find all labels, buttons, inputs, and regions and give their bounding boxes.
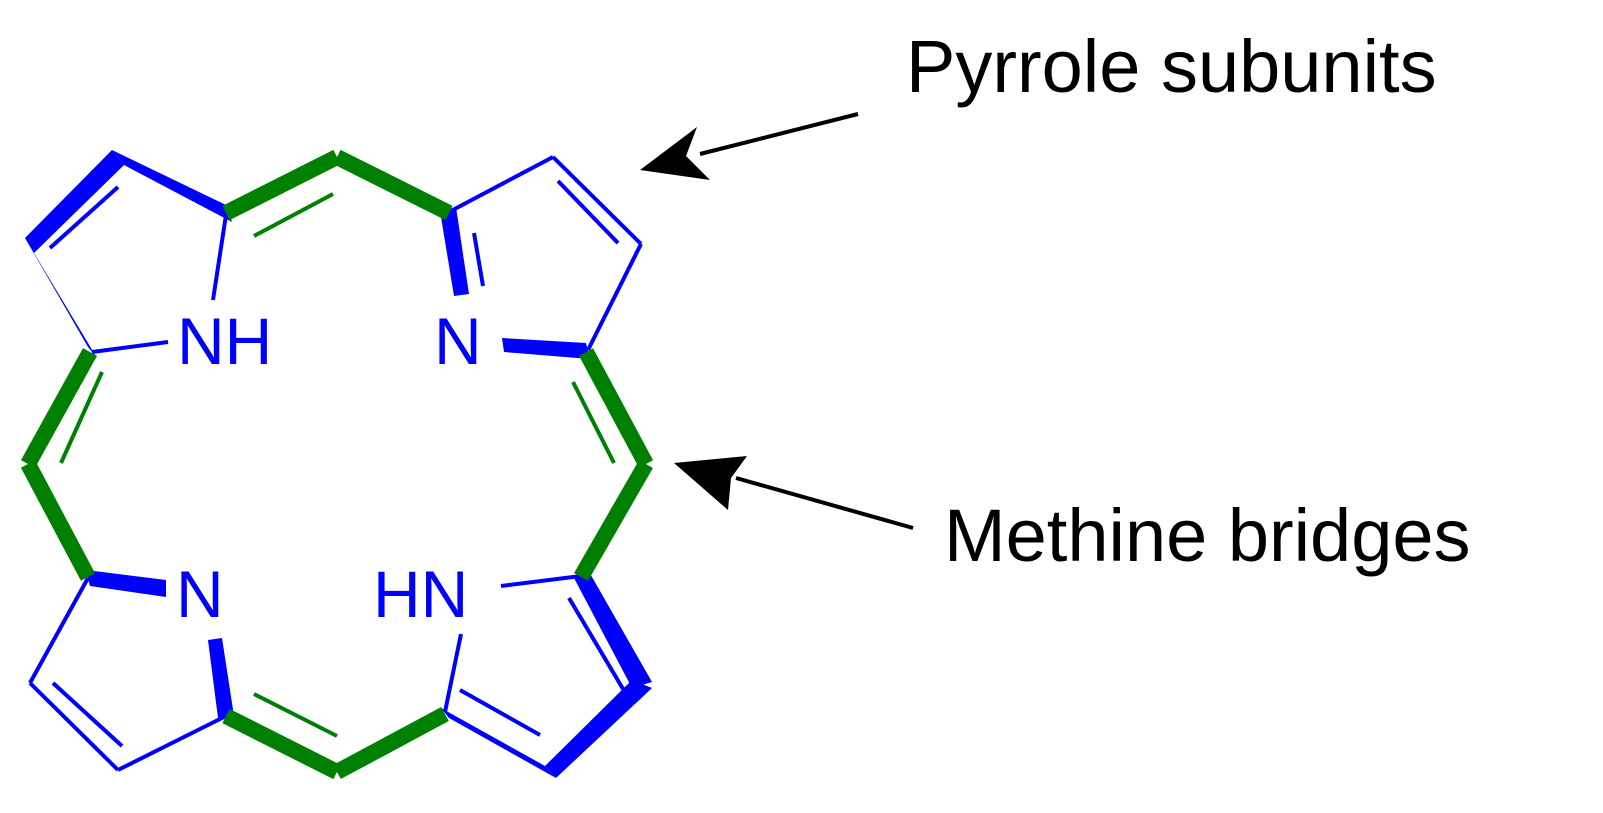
atom-label-n: N <box>434 304 482 378</box>
pyrrole-ring-top-left: NH <box>25 150 272 378</box>
wedge-bond <box>208 638 234 718</box>
single-bond <box>586 243 643 351</box>
bridge-double-bond <box>253 192 334 238</box>
single-bond <box>500 574 582 588</box>
bridge-double-bond <box>571 381 616 464</box>
bridge-bond <box>21 348 97 468</box>
bridge-bond <box>333 706 449 780</box>
wedge-bond <box>25 238 97 358</box>
methine-annotation: Methine bridges <box>674 456 1471 577</box>
pyrrole-annotation: Pyrrole subunits <box>640 25 1437 180</box>
wedge-bond <box>574 570 652 688</box>
double-bond-inner <box>556 179 620 245</box>
bridge-bond <box>20 460 96 581</box>
methine-bridge-top <box>222 149 453 238</box>
methine-bridges-label: Methine bridges <box>944 494 1471 577</box>
bridge-bond <box>574 460 653 581</box>
single-bond <box>28 681 120 772</box>
atom-label-n: N <box>176 557 224 631</box>
wedge-bond <box>441 207 469 296</box>
arrow-head-icon <box>674 456 747 510</box>
single-bond <box>211 214 228 301</box>
wedge-bond <box>545 680 652 778</box>
pyrrole-ring-bottom-left: N <box>28 557 234 772</box>
arrow-head-icon <box>640 127 710 180</box>
wedge-bond <box>112 150 232 222</box>
double-bond-inner <box>48 185 120 250</box>
wedge-bond <box>25 150 124 253</box>
double-bond-inner <box>459 688 541 737</box>
double-bond-inner <box>567 596 628 696</box>
pyrrole-subunits-label: Pyrrole subunits <box>906 25 1437 108</box>
single-bond <box>448 155 554 214</box>
atom-label-nh: NH <box>177 304 272 378</box>
wedge-bond <box>441 708 556 778</box>
pyrrole-ring-top-right: N <box>434 155 643 378</box>
double-bond-inner <box>51 681 124 748</box>
arrow-shaft <box>699 112 859 156</box>
methine-bridge-right <box>571 348 654 581</box>
methine-bridge-bottom <box>222 692 449 780</box>
single-bond <box>443 633 463 713</box>
single-bond <box>117 714 227 772</box>
methine-bridge-left <box>20 348 104 581</box>
single-bond <box>28 577 90 684</box>
bridge-bond <box>333 149 453 221</box>
atom-label-hn: HN <box>373 557 468 631</box>
bridge-bond <box>578 348 654 468</box>
single-bond <box>91 340 169 354</box>
bridge-bond <box>222 149 341 221</box>
pyrrole-ring-bottom-right: HN <box>373 557 652 778</box>
double-bond-inner <box>472 232 485 287</box>
wedge-bond <box>86 570 166 597</box>
bridge-bond <box>222 708 341 780</box>
bridge-double-bond <box>59 371 104 464</box>
wedge-bond <box>502 338 590 359</box>
bridge-double-bond <box>253 692 338 738</box>
single-bond <box>551 155 643 246</box>
arrow-shaft <box>735 476 914 530</box>
